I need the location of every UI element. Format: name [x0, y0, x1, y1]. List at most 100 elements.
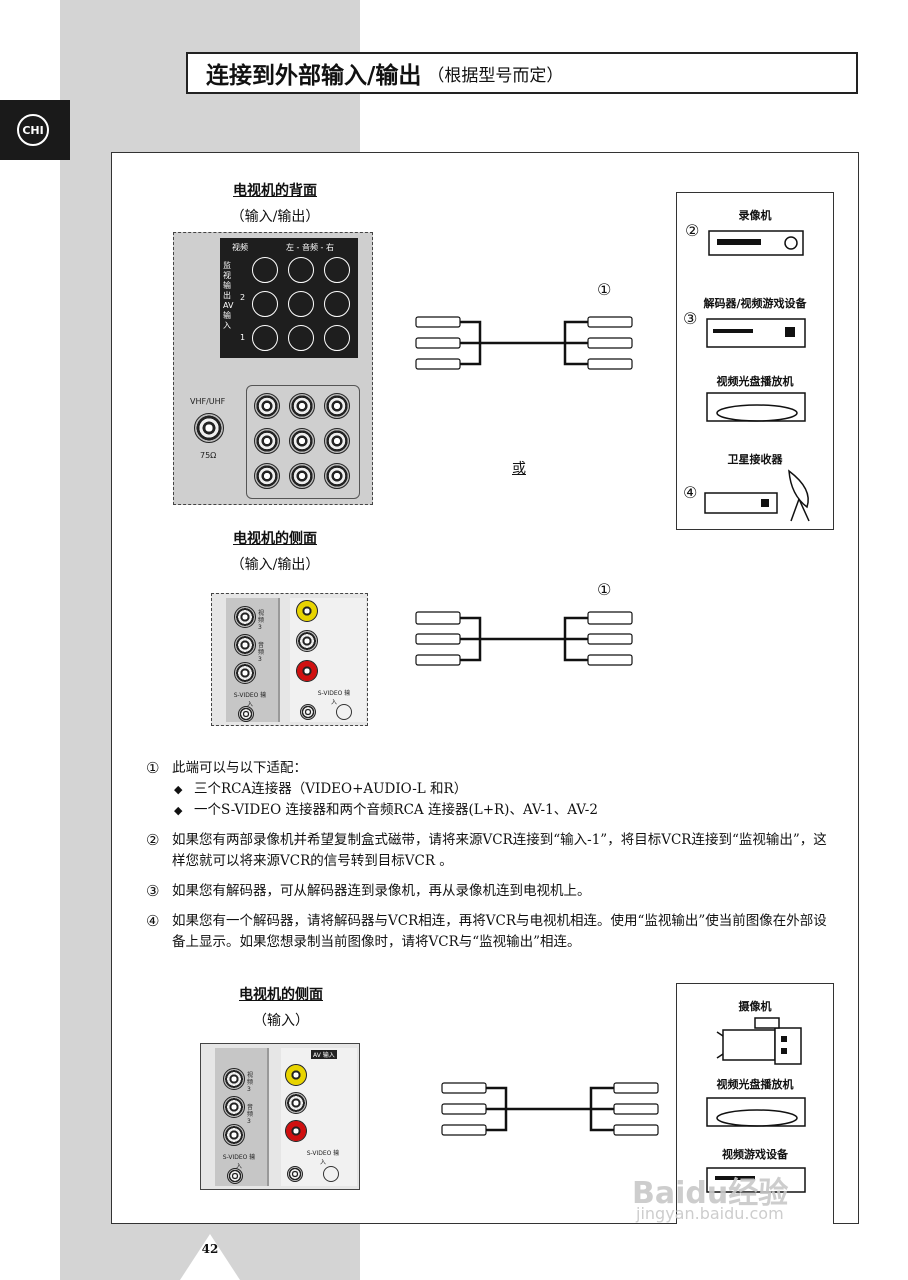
rear-antenna-label: VHF/UHF: [190, 397, 226, 406]
device-label-dvd-bottom: 视频光盘播放机: [716, 1078, 794, 1091]
note-1-bullet-2: 一个S-VIDEO 连接器和两个音频RCA 连接器(L+R)、AV-1、AV-2: [172, 800, 836, 821]
or-label: 或: [512, 461, 526, 477]
side-audio-r-jack-red: [296, 660, 318, 682]
rear-av2-audio-r-jack: [324, 291, 350, 317]
side1-svideo-label: S-VIDEO 输入: [233, 692, 267, 708]
page-title-box: 连接到外部输入/输出 （根据型号而定）: [186, 52, 858, 94]
marker-1-middle: ①: [597, 580, 612, 599]
side-svideo-jack: [238, 706, 254, 722]
game-console-icon: [706, 1167, 806, 1193]
rear-lower-jack: [324, 463, 350, 489]
side1-heading-block: 电视机的侧面 （输入/输出）: [200, 528, 350, 574]
marker-3: ③: [683, 309, 698, 328]
rear-antenna-jack: [194, 413, 224, 443]
side-video-jack-yellow: [296, 600, 318, 622]
rear-monitor-audio-l-jack: [288, 257, 314, 283]
rear-lower-jack: [289, 463, 315, 489]
side-svideo-jack-2: [300, 704, 316, 720]
side2-heading: 电视机的侧面: [239, 987, 323, 1003]
side2-svideo-jack: [227, 1168, 243, 1184]
side-jack: [234, 662, 256, 684]
side2-jack: [223, 1068, 245, 1090]
watermark-url: jingyan.baidu.com: [636, 1204, 784, 1223]
rca-cable-diagram-top: [415, 316, 633, 370]
device-label-camcorder: 摄像机: [738, 1000, 772, 1013]
side-panel-io: 视频 3 音频 3 S-VIDEO 输入 S-VIDEO 输入: [211, 593, 368, 726]
rear-av2-video-jack: [252, 291, 278, 317]
rear-panel: 视频 左 - 音频 - 右 监视输出 AV输入 2 1 VHF/UHF 75Ω: [173, 232, 373, 505]
page-title-note: （根据型号而定）: [427, 65, 564, 86]
side2-label-audio: 音频 3: [247, 1104, 254, 1125]
side1-subheading: （输入/输出）: [230, 557, 320, 573]
rear-av2-audio-l-jack: [288, 291, 314, 317]
side2-video-jack-yellow: [285, 1064, 307, 1086]
rear-monitor-video-jack: [252, 257, 278, 283]
rca-cable-diagram-bottom: [441, 1082, 659, 1136]
side2-jack: [223, 1096, 245, 1118]
side2-av-tag: AV 输入: [311, 1050, 337, 1059]
side-jack: [234, 634, 256, 656]
notes-list: ① 此端可以与以下适配： 三个RCA连接器（VIDEO+AUDIO-L 和R） …: [146, 758, 836, 962]
rear-lower-jack: [324, 428, 350, 454]
note-1-bullet-1: 三个RCA连接器（VIDEO+AUDIO-L 和R）: [172, 779, 836, 800]
side2-svideo-jack-2: [287, 1166, 303, 1182]
side1-label-video: 视频 3: [258, 610, 265, 631]
rear-lower-jack: [254, 428, 280, 454]
devices-box-bottom: 摄像机 视频光盘播放机 视频游戏设备: [676, 983, 834, 1224]
note-1: ① 此端可以与以下适配： 三个RCA连接器（VIDEO+AUDIO-L 和R） …: [146, 758, 836, 821]
rear-lower-jack-group: [246, 385, 360, 499]
rear-lower-jack: [289, 393, 315, 419]
side2-headphone-jack: [323, 1166, 339, 1182]
side1-heading: 电视机的侧面: [233, 531, 317, 547]
rear-av1-audio-r-jack: [324, 325, 350, 351]
watermark-brand: Baidu经验: [632, 1176, 789, 1211]
rear-lower-jack: [254, 393, 280, 419]
side1-svideo-label-2: S-VIDEO 输入: [317, 690, 351, 706]
side2-jack: [223, 1124, 245, 1146]
side-panel-input: 视频 3 音频 3 S-VIDEO 输入 AV 输入 S-VIDEO 输入: [200, 1043, 360, 1190]
device-label-vcr: 录像机: [738, 209, 772, 222]
decoder-icon: [706, 318, 806, 348]
note-4-marker: ④: [146, 912, 160, 930]
side2-heading-block: 电视机的侧面 （输入）: [206, 984, 356, 1030]
rear-subheading: （输入/输出）: [230, 209, 320, 225]
device-label-game: 视频游戏设备: [722, 1148, 788, 1161]
note-3-marker: ③: [146, 882, 160, 900]
rear-row-av: AV输入: [223, 301, 234, 330]
note-4-text: 如果您有一个解码器，请将解码器与VCR相连，再将VCR与电视机相连。使用“监视输…: [172, 913, 827, 950]
side2-label-video: 视频 3: [247, 1072, 254, 1093]
side-jack: [234, 606, 256, 628]
rear-heading: 电视机的背面: [233, 183, 317, 199]
dvd-icon-bottom: [706, 1097, 806, 1127]
rear-col-video: 视频: [232, 243, 248, 252]
note-1-text: 此端可以与以下适配：: [172, 760, 307, 776]
dvd-icon: [706, 392, 806, 422]
note-2: ② 如果您有两部录像机并希望复制盒式磁带，请将来源VCR连接到“输入-1”，将目…: [146, 830, 836, 872]
svideo-cable-diagram: [415, 611, 633, 666]
rear-row-monitor: 监视输出: [223, 261, 231, 300]
vcr-icon: [708, 230, 804, 256]
marker-4: ④: [683, 483, 698, 502]
camcorder-icon: [716, 1017, 802, 1065]
rear-row-2: 2: [240, 293, 246, 302]
rear-ohm-label: 75Ω: [200, 451, 217, 460]
side2-subheading: （输入）: [253, 1013, 309, 1029]
rear-monitor-audio-r-jack: [324, 257, 350, 283]
side2-svideo-label: S-VIDEO 输入: [222, 1154, 256, 1170]
device-label-satellite: 卫星接收器: [727, 453, 783, 466]
rear-av1-audio-l-jack: [288, 325, 314, 351]
page-title: 连接到外部输入/输出: [206, 62, 422, 89]
marker-1-top: ①: [597, 280, 612, 299]
note-2-marker: ②: [146, 831, 160, 849]
side2-audio-l-jack-white: [285, 1092, 307, 1114]
device-label-dvd: 视频光盘播放机: [716, 375, 794, 388]
rear-lower-jack: [289, 428, 315, 454]
satellite-receiver-icon: [704, 469, 810, 522]
page-number: 42: [201, 1242, 219, 1256]
device-label-decoder: 解码器/视频游戏设备: [703, 297, 807, 310]
devices-box-top: 录像机 ② 解码器/视频游戏设备 ③ 视频光盘播放机 卫星接收器 ④: [676, 192, 834, 530]
rear-heading-block: 电视机的背面 （输入/输出）: [200, 180, 350, 226]
side2-audio-r-jack-red: [285, 1120, 307, 1142]
side2-svideo-label-2: S-VIDEO 输入: [306, 1150, 340, 1166]
note-2-text: 如果您有两部录像机并希望复制盒式磁带，请将来源VCR连接到“输入-1”，将目标V…: [172, 832, 827, 869]
